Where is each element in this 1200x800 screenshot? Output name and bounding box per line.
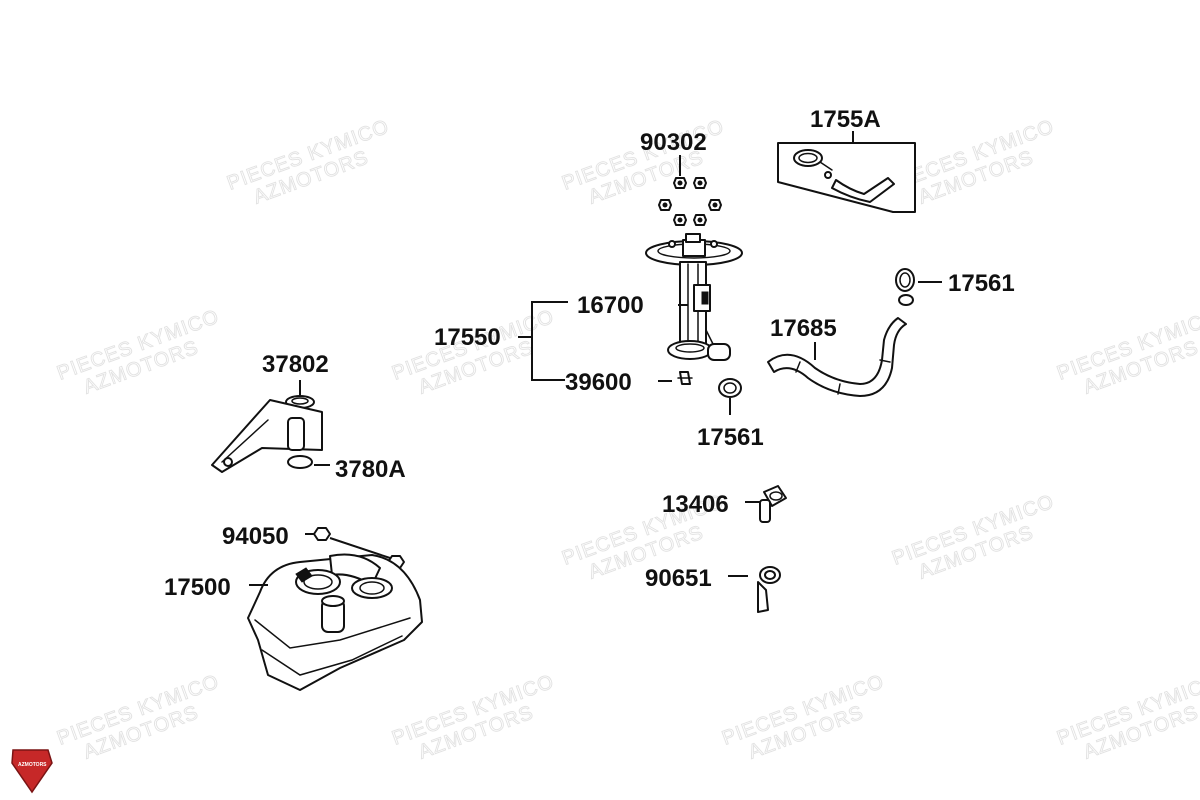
hose-piece [831,177,895,203]
fitting-90651[interactable] [757,566,781,613]
callout-13406[interactable]: 13406 [662,491,729,518]
callout-94050[interactable]: 94050 [222,523,289,550]
callout-17500[interactable]: 17500 [164,574,231,601]
fuel-level-float [705,329,731,361]
clamp-ring [793,149,833,171]
watermark: PIECES KYMICO AZMOTORS [389,670,558,764]
hose-clamp-17561-mid[interactable] [718,378,742,398]
callout-90651[interactable]: 90651 [645,565,712,592]
watermark: PIECES KYMICO AZMOTORS [889,490,1058,584]
callout-17561-mid[interactable]: 17561 [697,424,764,451]
azmotors-logo: AZMOTORS [11,749,53,794]
fuel-tank-17500[interactable] [247,553,423,691]
watermark: PIECES KYMICO AZMOTORS [54,670,223,764]
callout-39600[interactable]: 39600 [565,369,632,396]
fuel-sender-arm-3780A[interactable] [211,399,323,473]
bolt-set-90302[interactable] [658,177,722,226]
leader-94050-b [329,537,391,559]
bolt [693,214,707,226]
fuel-pump-16700[interactable] [645,233,743,361]
fitting-13406[interactable] [759,485,787,523]
watermark-layer: PIECES KYMICO AZMOTORS PIECES KYMICO AZM… [54,115,1200,764]
callout-3780A[interactable]: 3780A [335,456,406,483]
fuel-hose-17685[interactable] [767,317,907,397]
bolt [693,177,707,189]
callout-1755A[interactable]: 1755A [810,106,881,133]
logo-text: AZMOTORS [18,762,47,768]
callout-16700[interactable]: 16700 [577,292,644,319]
watermark: PIECES KYMICO AZMOTORS [389,305,558,399]
shield-icon [11,749,53,794]
watermark: PIECES KYMICO AZMOTORS [1054,670,1200,764]
watermark: PIECES KYMICO AZMOTORS [719,670,888,764]
hose-clamp-17561-top[interactable] [895,268,915,306]
bolt [673,177,687,189]
bolt [658,199,672,211]
callout-90302[interactable]: 90302 [640,129,707,156]
callout-37802[interactable]: 37802 [262,351,329,378]
clip-39600[interactable] [677,371,693,385]
watermark: PIECES KYMICO AZMOTORS [54,305,223,399]
callout-17550[interactable]: 17550 [434,324,501,351]
watermark: PIECES KYMICO AZMOTORS [1054,305,1200,399]
callout-17685[interactable]: 17685 [770,315,837,342]
callout-17561-top[interactable]: 17561 [948,270,1015,297]
watermark: PIECES KYMICO AZMOTORS [224,115,393,209]
assembly-bracket-17550 [518,301,568,381]
bolt [673,214,687,226]
hose-kit-1755A[interactable] [777,142,916,213]
bolt [708,199,722,211]
